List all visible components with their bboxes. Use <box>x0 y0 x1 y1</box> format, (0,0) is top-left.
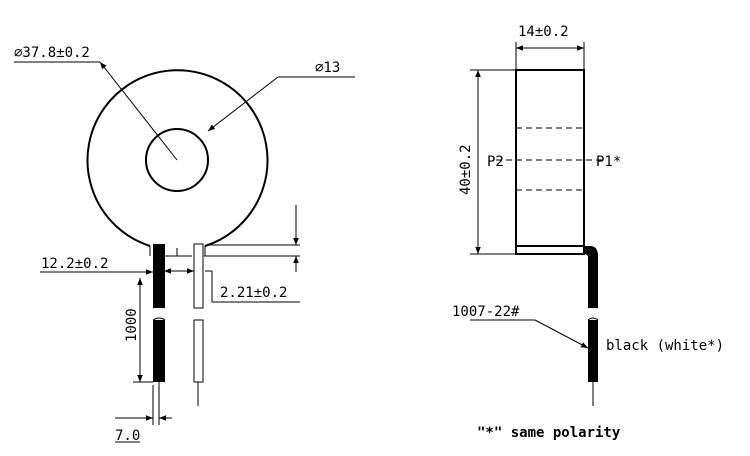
left-lead-lower <box>153 320 165 382</box>
wire-type-leader <box>534 319 589 349</box>
lead-offset-label: 7.0 <box>115 428 140 444</box>
width-label: 14±0.2 <box>518 24 569 40</box>
polarity-note: "*" same polarity <box>477 425 621 441</box>
right-lead-upper <box>193 243 204 309</box>
side-wire-bend <box>584 246 598 308</box>
outer-ring <box>86 69 269 247</box>
wire-color-label: black (white*) <box>606 338 724 354</box>
height-label: 40±0.2 <box>458 144 474 195</box>
outer-diameter-leader <box>99 61 178 161</box>
pin-length-label: 12.2±0.2 <box>41 256 108 272</box>
inner-diameter-label: ⌀13 <box>315 60 340 76</box>
primary-left-label: P2 <box>487 154 504 170</box>
side-view: P2 P1* 14±0.2 40±0.2 1007-22# black (whi… <box>452 24 724 406</box>
pin-spacing-label: 2.21±0.2 <box>220 285 287 301</box>
side-body <box>515 69 585 255</box>
inner-hole <box>145 128 209 192</box>
left-lead-upper <box>153 244 165 308</box>
right-lead-lower <box>193 319 204 383</box>
side-wire-lower <box>588 320 598 382</box>
wire-type-label: 1007-22# <box>452 304 520 320</box>
inner-diameter-leader <box>207 76 279 132</box>
primary-right-label: P1* <box>596 154 621 170</box>
outer-diameter-label: ⌀37.8±0.2 <box>14 45 90 61</box>
front-view: ⌀37.8±0.2 ⌀13 2.21±0.2 12. <box>14 45 355 444</box>
lead-length-label: 1000 <box>124 308 140 342</box>
